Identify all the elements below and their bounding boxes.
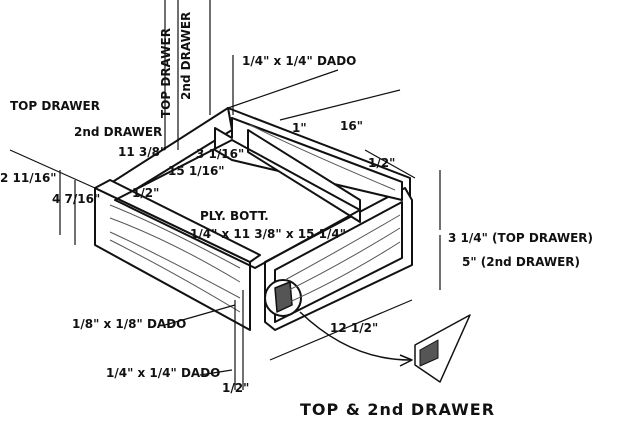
label-top-drawer-left: TOP DRAWER (10, 99, 100, 113)
label-dim-1: 1" (292, 121, 307, 135)
label-dim-12-1-2: 12 1/2" (330, 321, 379, 335)
label-dim-half-inner: 1/2" (132, 186, 160, 200)
wood-grain (109, 124, 401, 313)
detail-piece (414, 314, 471, 383)
front-top-edge (94, 179, 261, 263)
callout-arrow (299, 311, 411, 361)
label-dado-bottom: 1/4" x 1/4" DADO (106, 366, 221, 380)
label-second-drawer-left: 2nd DRAWER (74, 125, 163, 139)
label-dado-lower: 1/8" x 1/8" DADO (72, 317, 187, 331)
label-height-second: 5" (2nd DRAWER) (462, 255, 581, 269)
dimension-lines (9, 0, 441, 390)
label-dado-top: 1/4" x 1/4" DADO (242, 54, 357, 68)
label-height-top: 3 1/4" (TOP DRAWER) (448, 231, 593, 245)
diagram-title: TOP & 2nd DRAWER (300, 400, 496, 419)
inner-right-board (247, 129, 361, 223)
label-ply-dims: 1/4" x 11 3/8" x 15 1/4" (190, 227, 346, 241)
label-top-drawer-vertical: TOP DRAWER (159, 28, 173, 118)
label-dim-2-11-16: 2 11/16" (0, 171, 57, 185)
label-ply-bott: PLY. BOTT. (200, 209, 269, 223)
label-second-drawer-vertical: 2nd DRAWER (179, 11, 193, 100)
ply-bottom (114, 139, 361, 269)
label-dim-4-7-16: 4 7/16" (52, 192, 101, 206)
label-dim-half-bottom: 1/2" (222, 381, 250, 395)
label-dim-16: 16" (340, 119, 363, 133)
label-dim-3-1-16: 3 1/16" (196, 147, 245, 161)
label-dim-15-1-16: 15 1/16" (168, 164, 225, 178)
label-dim-11-3-8: 11 3/8" (118, 145, 167, 159)
label-dim-half-right: 1/2" (368, 156, 396, 170)
